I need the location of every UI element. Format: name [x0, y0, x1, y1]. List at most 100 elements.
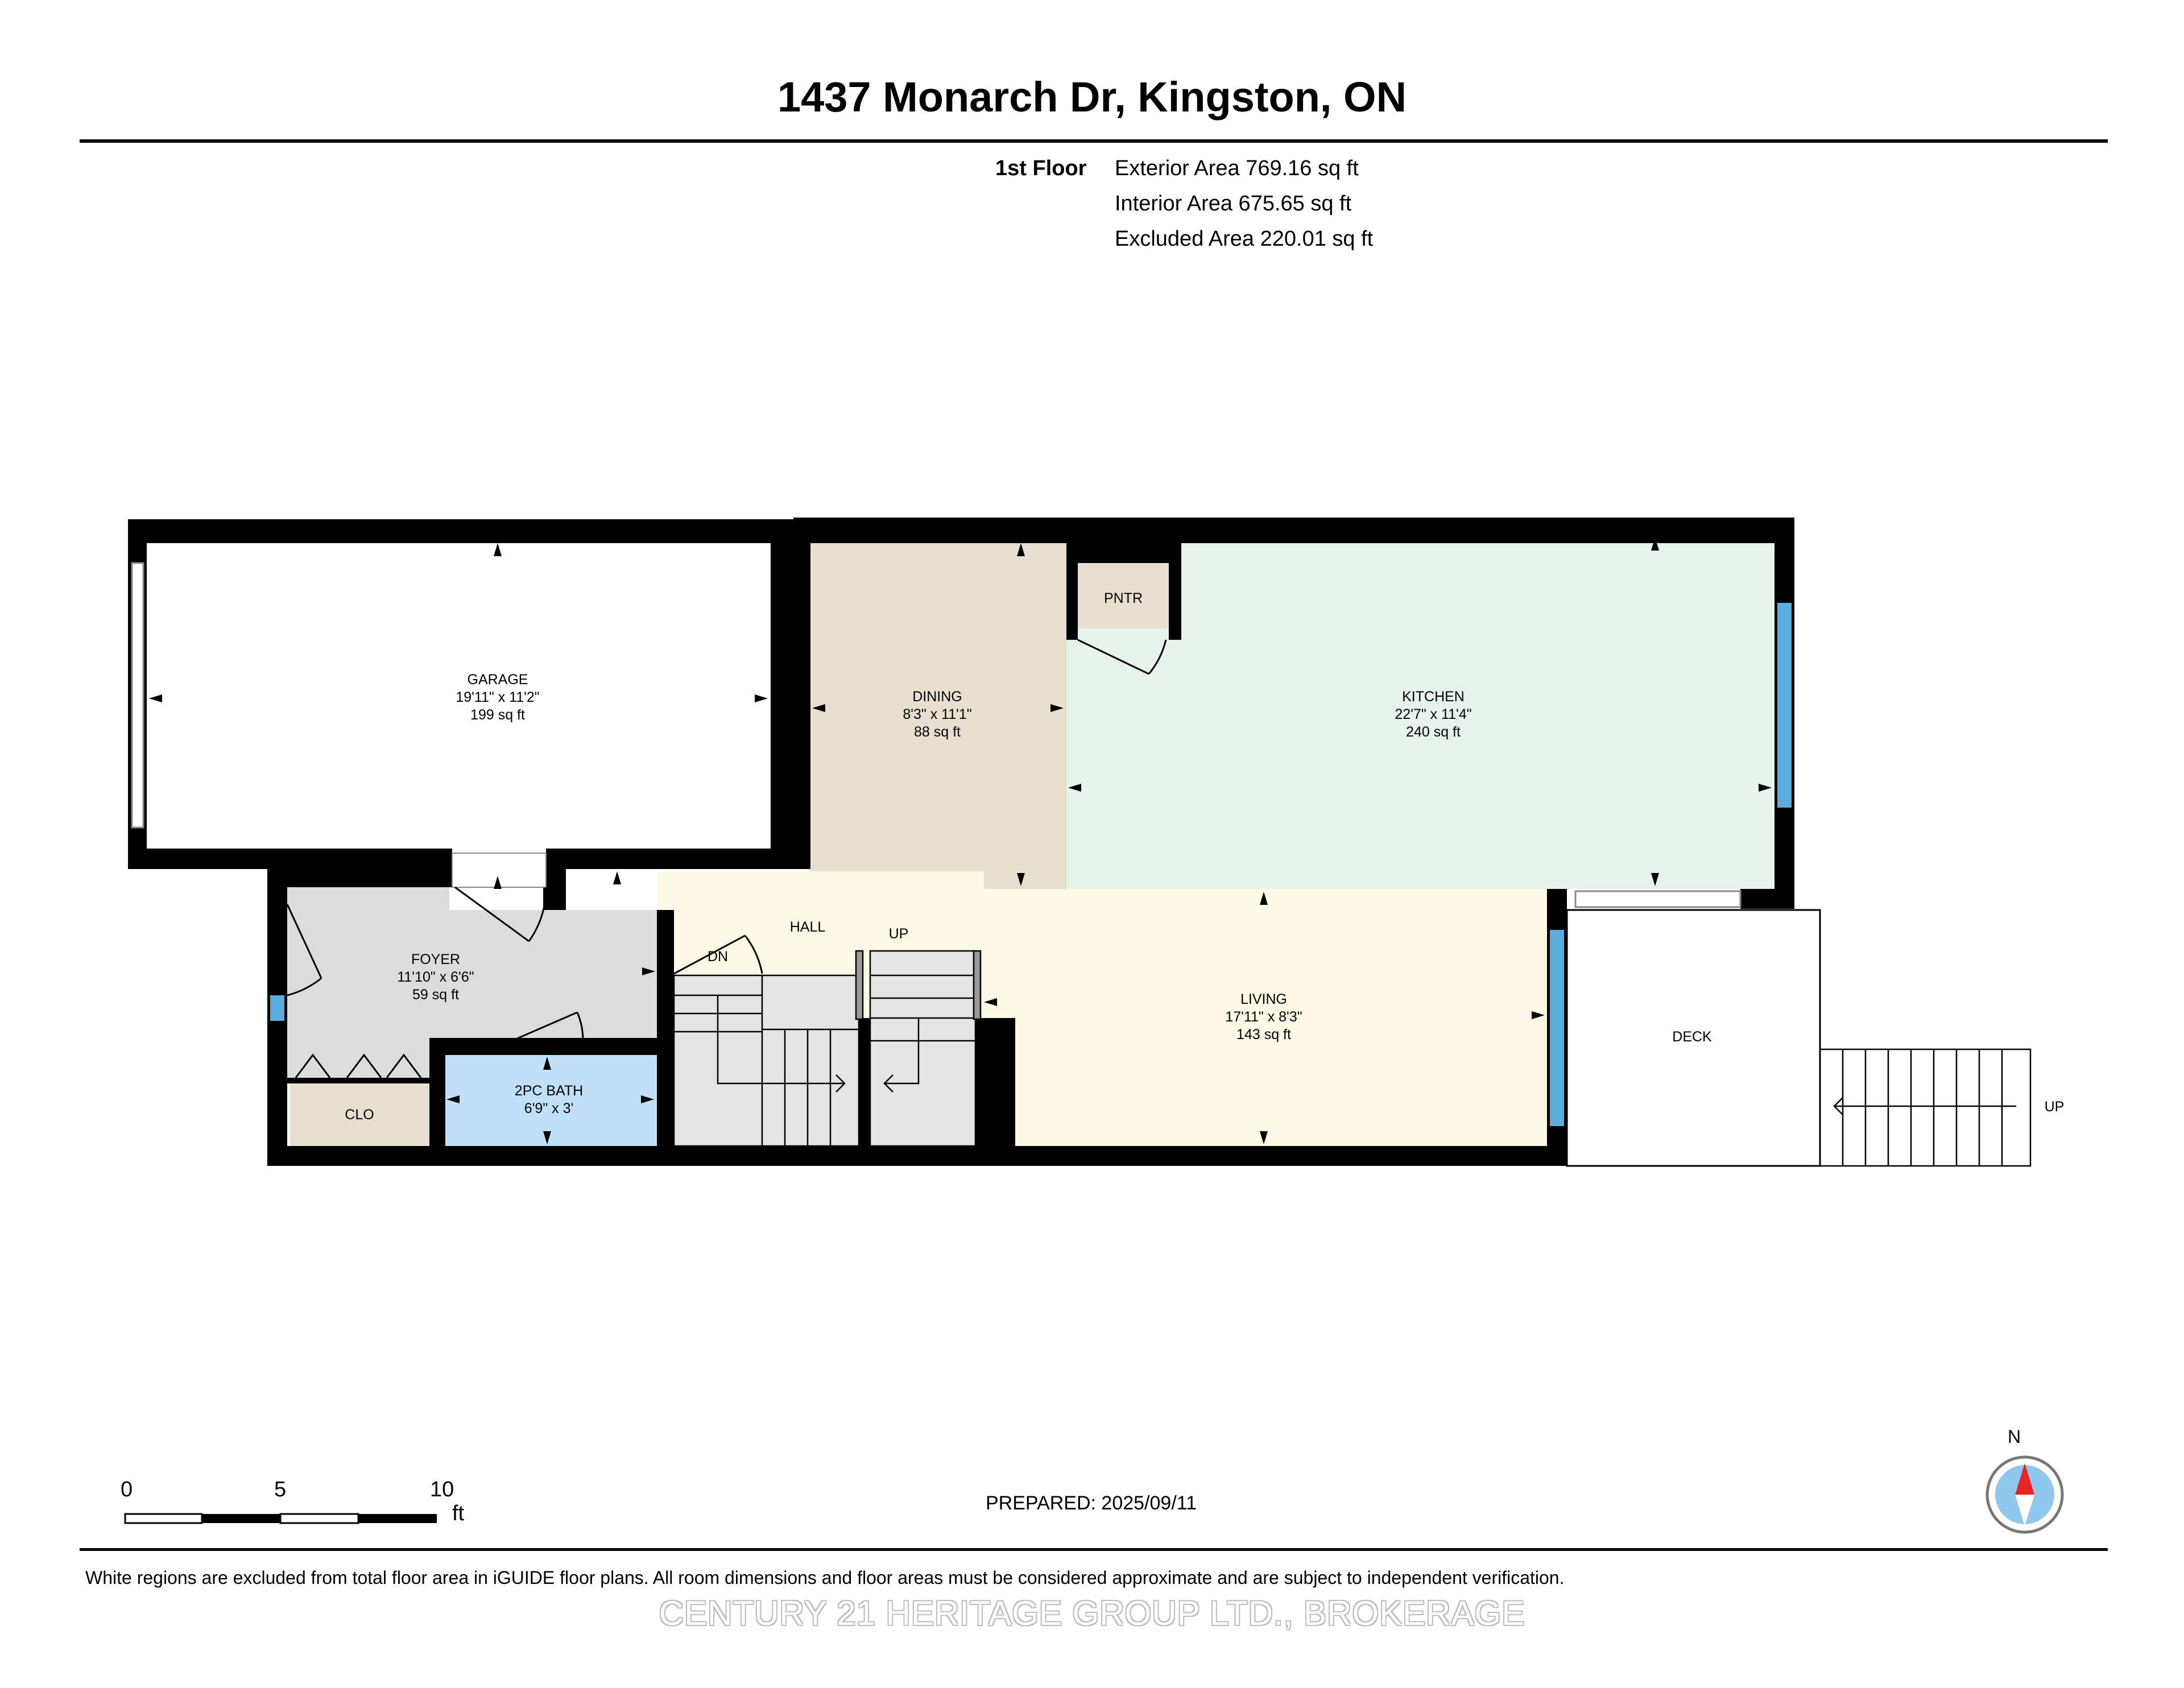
- dining-s-marker: [1017, 873, 1025, 886]
- floor-name: 1st Floor: [995, 156, 1087, 180]
- bottom-wall: [267, 1146, 1567, 1166]
- hall-name: HALL: [790, 919, 826, 935]
- front-door-icon: [286, 904, 322, 996]
- room-labels: GARAGE 19'11" x 11'2" 199 sq ft DINING 8…: [345, 590, 2064, 1123]
- exterior-area: Exterior Area 769.16 sq ft: [1115, 156, 1359, 180]
- deck-stairs-arrow-icon: [1833, 1097, 2016, 1115]
- garage-name: GARAGE: [468, 672, 528, 688]
- stair-down-arrow-icon: [717, 995, 846, 1093]
- stair-door-icon: [673, 934, 763, 975]
- stair-up-right-wall: [975, 1018, 1015, 1166]
- dining-w-marker: [812, 704, 825, 712]
- garage-entry-door-icon: [454, 886, 547, 942]
- bath-e-marker: [641, 1095, 654, 1103]
- disclaimer: White regions are excluded from total fl…: [85, 1567, 1565, 1588]
- stairs: [673, 950, 2032, 1167]
- compass-south-needle-icon: [2015, 1495, 2034, 1526]
- deck-floor: [1566, 909, 1821, 1167]
- pantry-floor: [1078, 563, 1169, 628]
- pantry-door-icon: [1077, 639, 1167, 675]
- deck-stairs-outline: [1819, 1048, 2032, 1167]
- dining-area: 88 sq ft: [914, 724, 961, 740]
- living-w-marker: [984, 998, 997, 1006]
- foyer-top-wall-2: [543, 867, 566, 910]
- pantry-wall-right: [1169, 543, 1181, 640]
- bath-s-marker: [543, 1131, 551, 1144]
- stair-up-floor: [870, 951, 975, 1146]
- bath-dims: 6'9" x 3': [524, 1100, 574, 1116]
- foyer-area: 59 sq ft: [412, 987, 459, 1003]
- kitchen-s-marker: [1651, 873, 1659, 886]
- bath-left-wall: [429, 1038, 445, 1146]
- scale-segment-3: [279, 1513, 359, 1524]
- stair-up-treads: [870, 974, 975, 1042]
- compass: [1986, 1455, 2064, 1534]
- dining-name: DINING: [912, 689, 962, 705]
- hall-floor: [657, 871, 1547, 1146]
- footer-divider: [80, 1548, 2108, 1551]
- garage-floor: [147, 543, 771, 849]
- doors: [286, 639, 1167, 1078]
- scale-tick-5: 5: [274, 1478, 287, 1501]
- bath-door-icon: [511, 1011, 584, 1042]
- closet-name: CLO: [345, 1107, 374, 1123]
- kitchen-area: 240 sq ft: [1406, 724, 1461, 740]
- dining-e-marker: [1050, 704, 1064, 712]
- stair-up-rail-2: [973, 950, 982, 1020]
- excluded-area: Excluded Area 220.01 sq ft: [1115, 227, 1374, 251]
- deck-stairs-treads: [1842, 1049, 2003, 1166]
- closet-floor: [290, 1081, 429, 1146]
- living-e-marker: [1532, 1011, 1545, 1019]
- garage-right-wall: [771, 543, 810, 850]
- brokerage-watermark: CENTURY 21 HERITAGE GROUP LTD., BROKERAG…: [659, 1594, 1525, 1632]
- dining-dims: 8'3" x 11'1": [903, 706, 971, 722]
- kitchen-dims: 22'7" x 11'4": [1395, 706, 1471, 722]
- garage-dims: 19'11" x 11'2": [456, 689, 539, 705]
- scale-segment-2: [202, 1514, 280, 1523]
- stair-divider-1: [657, 910, 674, 1166]
- closet-door-icons: [295, 1053, 422, 1078]
- pantry-wall-left: [1066, 543, 1078, 640]
- interior-area: Interior Area 675.65 sq ft: [1115, 192, 1352, 216]
- dimension-markers: [149, 537, 1772, 1144]
- bath-w-marker: [446, 1095, 460, 1103]
- foyer-dims: 11'10" x 6'6": [397, 969, 474, 985]
- scale-segment-1: [124, 1513, 203, 1524]
- living-window: [1550, 930, 1564, 1126]
- living-s-marker: [1260, 1131, 1268, 1144]
- living-dims: 17'11" x 8'3": [1225, 1009, 1302, 1025]
- deck-name: DECK: [1672, 1029, 1712, 1045]
- dining-floor: [810, 543, 1066, 889]
- foyer-name: FOYER: [411, 951, 460, 967]
- living-n-marker: [1260, 892, 1268, 905]
- scale-tick-0: 0: [121, 1478, 133, 1501]
- living-area: 143 sq ft: [1236, 1027, 1291, 1042]
- bath-top-wall: [429, 1038, 657, 1055]
- scale-tick-10: 10: [430, 1478, 454, 1501]
- north-label: N: [2008, 1426, 2021, 1447]
- kitchen-window: [1777, 603, 1792, 808]
- bath-n-marker: [543, 1057, 551, 1070]
- garage-door-opening: [131, 562, 144, 829]
- kitchen-name: KITCHEN: [1402, 689, 1465, 705]
- foyer-top-wall: [267, 867, 452, 887]
- prepared-date: PREPARED: 2025/09/11: [986, 1492, 1197, 1514]
- stair-up-outline: [869, 950, 977, 1147]
- closet-top-wall: [287, 1078, 429, 1083]
- kitchen-bottom-wall: [1740, 889, 1794, 909]
- garage-area: 199 sq ft: [470, 707, 525, 723]
- garage-bottom-wall-2: [546, 849, 810, 869]
- scale-segment-4: [358, 1514, 437, 1523]
- stair-divider-2: [859, 1018, 870, 1166]
- stair-down-label: DN: [708, 949, 728, 965]
- garage-n-marker: [494, 543, 502, 556]
- foyer-n2-marker: [494, 876, 502, 889]
- title-divider: [80, 139, 2108, 143]
- garage-w-marker: [149, 694, 162, 702]
- garage-bottom-wall: [128, 849, 452, 869]
- garage-top-wall: [128, 519, 799, 543]
- windows: [131, 562, 1792, 1126]
- kitchen-e-marker: [1759, 784, 1772, 792]
- kitchen-slider: [1574, 890, 1742, 908]
